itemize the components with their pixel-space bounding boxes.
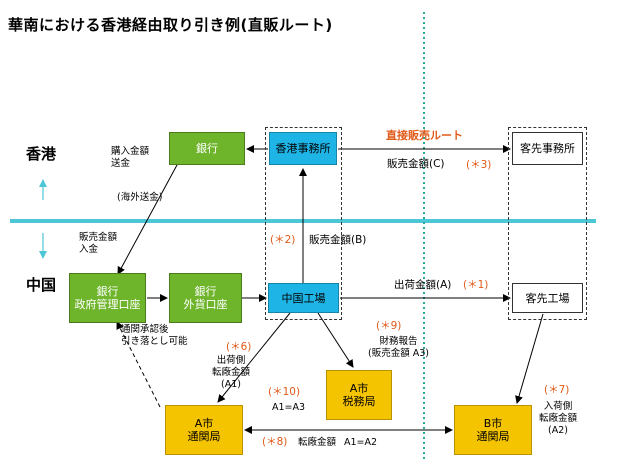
factory-to-tax-arrow [317, 312, 354, 368]
tax-bureau-box: A市 税務局 [326, 370, 392, 420]
note-10-label: (＊10) [268, 386, 301, 398]
sales-b-label: 販売金額(B) [309, 234, 367, 246]
shipped-a-label: 出荷金額(A) [394, 279, 452, 291]
cn-factory-label: 中国工場 [281, 291, 326, 305]
note-2-label: (＊2) [270, 234, 296, 246]
customs-b-box: B市 通関局 [454, 405, 532, 455]
bank-hk-box: 銀行 [169, 132, 245, 165]
sales-c-label: 販売金額(C) [387, 158, 445, 170]
out-line2: 転廠金額 [212, 367, 251, 378]
tax-line2: 税務局 [342, 395, 376, 408]
bank-cn-box: 銀行 政府管理口座 [69, 273, 146, 323]
out-line3: (A1) [221, 379, 241, 390]
approval-dashed-arrow [116, 321, 161, 408]
outgoing-transfer-label: 出荷側 転廠金額 (A1) [212, 355, 250, 391]
client-frame [508, 127, 587, 320]
bank-cn-line2: 政府管理口座 [74, 298, 141, 311]
finrep-line2: (販売金額 A3) [368, 348, 429, 359]
customs-a-line2: 通関局 [187, 430, 221, 443]
sales-in-line2: 入金 [79, 244, 99, 255]
purchase-remit-label: 購入金額 送金 [111, 146, 149, 170]
overseas-remit-label: (海外送金) [117, 192, 163, 203]
client-office-box: 客先事務所 [512, 132, 583, 165]
customs-b-line1: B市 [483, 417, 503, 430]
client-factory-label: 客先工場 [525, 291, 570, 305]
financial-report-label: 財務報告 (販売金額 A3) [368, 336, 429, 360]
incoming-transfer-label: 入荷側 転廠金額 (A2) [539, 401, 577, 437]
diagram-title: 華南における香港経由取り引き例(直販ルート) [8, 16, 333, 34]
purchase-line1: 購入金額 [111, 146, 150, 157]
sales-in-line1: 販売金額 [79, 232, 118, 243]
bank-fx-line1: 銀行 [194, 285, 217, 298]
tax-line1: A市 [349, 382, 369, 395]
approval-line2: 引き落とし可能 [121, 336, 188, 347]
direct-route-label: 直接販売ルート [386, 129, 463, 142]
hk-office-box: 香港事務所 [269, 132, 337, 165]
note-3-label: (＊3) [466, 159, 492, 171]
cn-factory-box: 中国工場 [268, 283, 339, 313]
in-line2: 転廠金額 [539, 413, 578, 424]
a1-a3-label: A1=A3 [272, 402, 306, 413]
bank-fx-box: 銀行 外貨口座 [169, 273, 242, 323]
region-hk-label: 香港 [26, 145, 57, 163]
remit-arrow [117, 164, 178, 275]
out-line1: 出荷側 [216, 355, 246, 366]
finrep-line1: 財務報告 [379, 336, 418, 347]
a1-a2-label: A1=A2 [344, 437, 378, 448]
bank-hk-label: 銀行 [196, 142, 218, 155]
in-line1: 入荷側 [543, 401, 573, 412]
approval-line1: 通関承認後 [121, 324, 169, 335]
note-8-label: (＊8) [262, 436, 288, 448]
bank-cn-line1: 銀行 [96, 285, 119, 298]
note-1-label: (＊1) [463, 279, 489, 291]
hk-company-frame [265, 127, 342, 320]
hk-office-label: 香港事務所 [275, 142, 331, 155]
note-9-label: (＊9) [376, 320, 402, 332]
client-factory-box: 客先工場 [512, 283, 583, 313]
note-6-label: (＊6) [226, 341, 252, 353]
sales-in-label: 販売金額 入金 [79, 232, 117, 256]
transfer-amount-label: 転廠金額 [298, 437, 337, 448]
note-7-label: (＊7) [544, 384, 570, 396]
factory-to-customs-a-arrow [217, 312, 291, 403]
in-line3: (A2) [548, 425, 568, 436]
client-office-label: 客先事務所 [520, 142, 575, 155]
customs-a-box: A市 通関局 [165, 405, 243, 455]
region-cn-label: 中国 [26, 276, 57, 294]
approval-label: 通関承認後 引き落とし可能 [121, 324, 188, 348]
bank-fx-line2: 外貨口座 [183, 298, 228, 311]
customs-a-line1: A市 [194, 417, 214, 430]
customs-b-line2: 通関局 [476, 430, 510, 443]
client-to-customs-b-arrow [515, 313, 544, 404]
purchase-line2: 送金 [111, 158, 131, 169]
